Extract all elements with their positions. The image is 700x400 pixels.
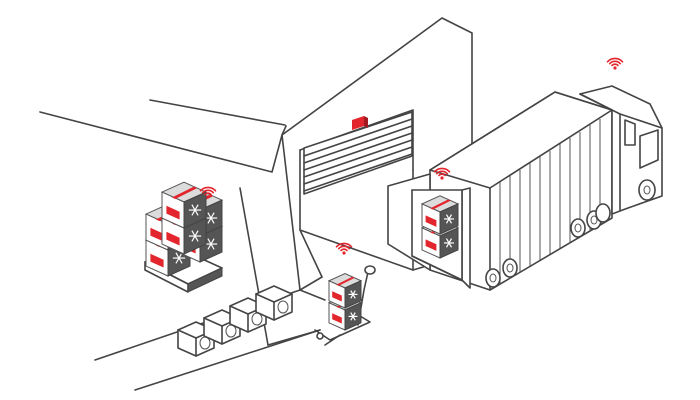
snowflake-icon [188,204,202,216]
fragile-glass-icon [150,227,164,242]
conveyor-rollers [177,285,293,357]
snowflake-icon [443,238,455,248]
fragile-glass-icon [150,253,164,268]
fragile-glass-icon [166,205,180,220]
truck [387,85,663,291]
snowflake-icon [204,238,218,250]
cargo-box [327,273,363,309]
fragile-glass-icon [332,313,342,324]
roller-door [303,111,413,195]
fragile-glass-icon [425,215,437,227]
snowflake-icon [188,230,202,242]
cargo-box [420,195,460,235]
wheels [485,179,656,288]
wifi-signal-icon [199,186,217,199]
wifi-signal-icon [335,242,353,255]
fragile-glass-icon [425,239,437,251]
warning-light-icon [352,116,368,130]
cargo-box [160,181,208,229]
snowflake-icon [348,312,358,321]
snowflake-icon [348,290,358,299]
roller-unit [255,285,293,321]
snowflake-icon [443,214,455,224]
jack-boxes [327,273,363,331]
truck-boxes [420,195,460,259]
wifi-signal-icon [433,167,451,180]
fragile-glass-icon [332,291,342,302]
wifi-signal-icon [606,57,624,70]
snowflake-icon [172,252,186,264]
fragile-glass-icon [166,231,180,246]
pallet-stack [144,181,224,293]
pallet-jack [314,265,376,346]
